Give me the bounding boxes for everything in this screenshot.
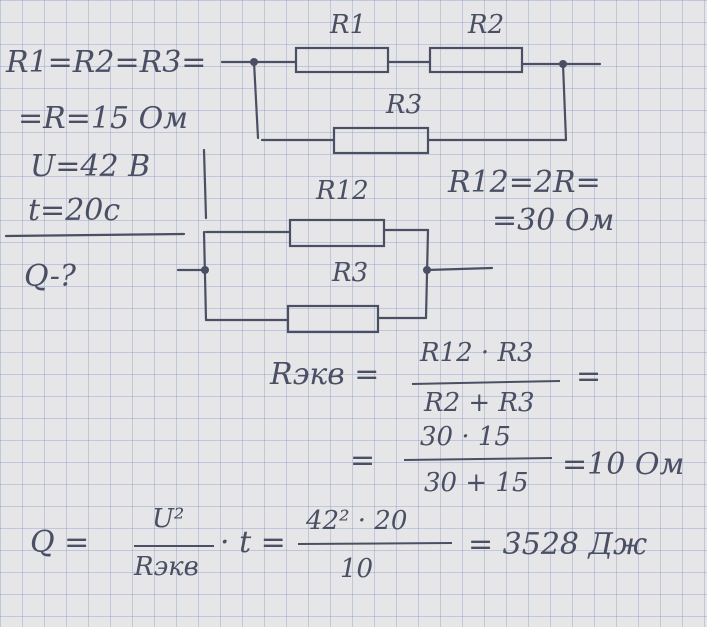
q-denominator-2: 10 [340, 554, 374, 584]
label-r3-b: R3 [332, 258, 369, 288]
resistor-r2 [428, 46, 524, 74]
requiv-denominator-2: 30 + 15 [424, 468, 529, 498]
requiv-numerator: R12 · R3 [420, 338, 534, 368]
label-r2: R2 [468, 10, 505, 40]
requiv-equals-2: = [350, 443, 376, 478]
wire [561, 62, 568, 142]
given-bracket [202, 148, 208, 220]
wire [425, 266, 494, 272]
circuit-2 [176, 218, 494, 334]
q-numerator-2: 42² · 20 [306, 506, 408, 536]
fraction-bar [403, 457, 553, 461]
junction-node [201, 266, 209, 274]
q-numerator: U² [152, 504, 185, 534]
r12-formula: R12=2R= [448, 165, 601, 200]
circuit-1 [220, 46, 602, 155]
wire [252, 60, 260, 140]
requiv-lhs: Rэкв = [270, 357, 380, 392]
given-time: t=20c [28, 193, 121, 228]
q-denominator: Rэкв [134, 552, 199, 582]
label-r12: R12 [316, 176, 369, 206]
given-voltage: U=42 B [30, 149, 151, 184]
label-r3: R3 [386, 90, 423, 120]
given-resistances: R1=R2=R3= [6, 45, 207, 80]
given-resistance-value: =R=15 Ом [18, 101, 189, 136]
given-divider [4, 232, 186, 238]
q-lhs: Q = [30, 525, 90, 560]
label-r1: R1 [330, 10, 367, 40]
fraction-bar [297, 542, 453, 545]
requiv-denominator: R2 + R3 [424, 388, 535, 418]
requiv-result: =10 Ом [562, 447, 685, 482]
fraction-bar [411, 380, 561, 385]
wire [202, 230, 208, 322]
requiv-numerator-2: 30 · 15 [420, 422, 511, 452]
unknown-quantity: Q-? [24, 259, 76, 294]
requiv-equals: = [576, 359, 602, 394]
resistor-r1 [294, 46, 390, 74]
resistor-r12 [288, 218, 386, 248]
r12-value: =30 Ом [492, 203, 615, 238]
resistor-r3 [332, 126, 430, 155]
q-result: = 3528 Дж [468, 527, 648, 562]
q-times-t: · t = [220, 525, 286, 560]
resistor-r3-b [286, 304, 380, 334]
